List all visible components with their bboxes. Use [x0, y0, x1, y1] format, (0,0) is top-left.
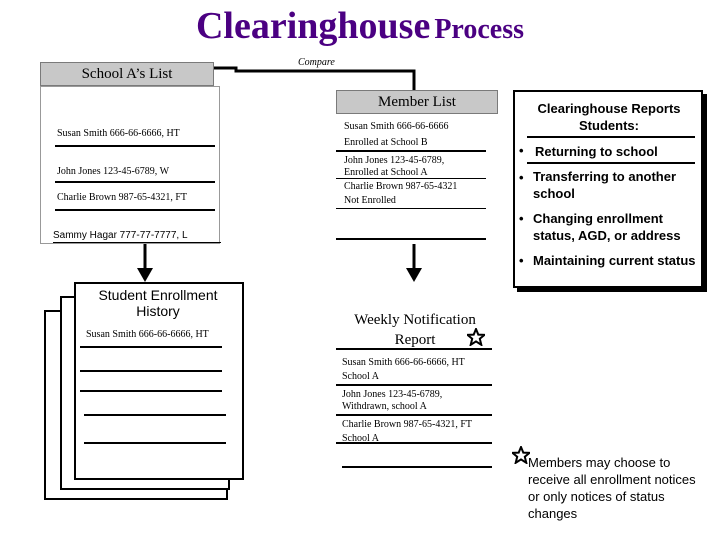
bullet-icon: •: [519, 211, 524, 226]
bullet-icon: •: [519, 143, 524, 158]
arrow-down-icon: [137, 244, 153, 282]
school-list-header: School A’s List: [40, 62, 214, 86]
member-entry-line1: Charlie Brown 987-65-4321: [344, 181, 458, 192]
weekly-entry-line1: Charlie Brown 987-65-4321, FT: [342, 419, 472, 430]
school-entry: John Jones 123-45-6789, W: [57, 166, 170, 177]
weekly-entry-line1: John Jones 123-45-6789,: [342, 389, 443, 400]
reports-item: Maintaining current status: [533, 253, 696, 268]
member-entry-line1: Susan Smith 666-66-6666: [344, 121, 449, 132]
weekly-entry-line2: School A: [342, 433, 379, 444]
member-list-panel: Susan Smith 666-66-6666 Enrolled at Scho…: [336, 114, 498, 244]
reports-title: Clearinghouse Reports Students:: [537, 101, 681, 133]
reports-item: Transferring to another school: [533, 169, 677, 201]
school-entry: Charlie Brown 987-65-4321, FT: [57, 192, 187, 203]
school-entry: Susan Smith 666-66-6666, HT: [57, 128, 180, 139]
page-title: Clearinghouse Process: [0, 4, 720, 48]
weekly-entry-line2: School A: [342, 371, 379, 382]
school-list-panel: Susan Smith 666-66-6666, HT John Jones 1…: [40, 86, 221, 244]
history-title: Student Enrollment History: [98, 287, 218, 319]
bullet-icon: •: [519, 253, 524, 268]
reports-item: Changing enrollment status, AGD, or addr…: [533, 211, 681, 243]
member-entry-line1: John Jones 123-45-6789,: [344, 155, 445, 166]
title-sub: Process: [434, 14, 525, 45]
arrow-down-icon: [406, 244, 422, 282]
history-entry: Susan Smith 666-66-6666, HT: [86, 329, 209, 340]
footnote: Members may choose to receive all enroll…: [528, 455, 696, 521]
member-entry-line2: Not Enrolled: [344, 195, 396, 206]
member-entry-line2: Enrolled at School A: [344, 167, 428, 178]
weekly-entry-line2: Withdrawn, school A: [342, 401, 427, 412]
member-entry-line2: Enrolled at School B: [344, 137, 428, 148]
history-page-front: Student Enrollment History Susan Smith 6…: [74, 282, 244, 480]
school-entry: Sammy Hagar 777-77-7777, L: [53, 230, 188, 241]
reports-item: Returning to school: [535, 144, 658, 159]
member-list-header: Member List: [336, 90, 498, 114]
star-icon: [467, 328, 485, 346]
compare-connector: [214, 66, 416, 90]
star-icon: [512, 446, 530, 464]
weekly-report-panel: Weekly Notification Report Susan Smith 6…: [336, 308, 496, 478]
weekly-report-title: Weekly Notification Report: [354, 312, 476, 348]
weekly-entry-line1: Susan Smith 666-66-6666, HT: [342, 357, 465, 368]
title-main: Clearinghouse: [195, 5, 431, 47]
compare-label: Compare: [298, 57, 335, 68]
bullet-icon: •: [519, 170, 524, 185]
reports-panel: Clearinghouse Reports Students: • Return…: [513, 90, 703, 288]
